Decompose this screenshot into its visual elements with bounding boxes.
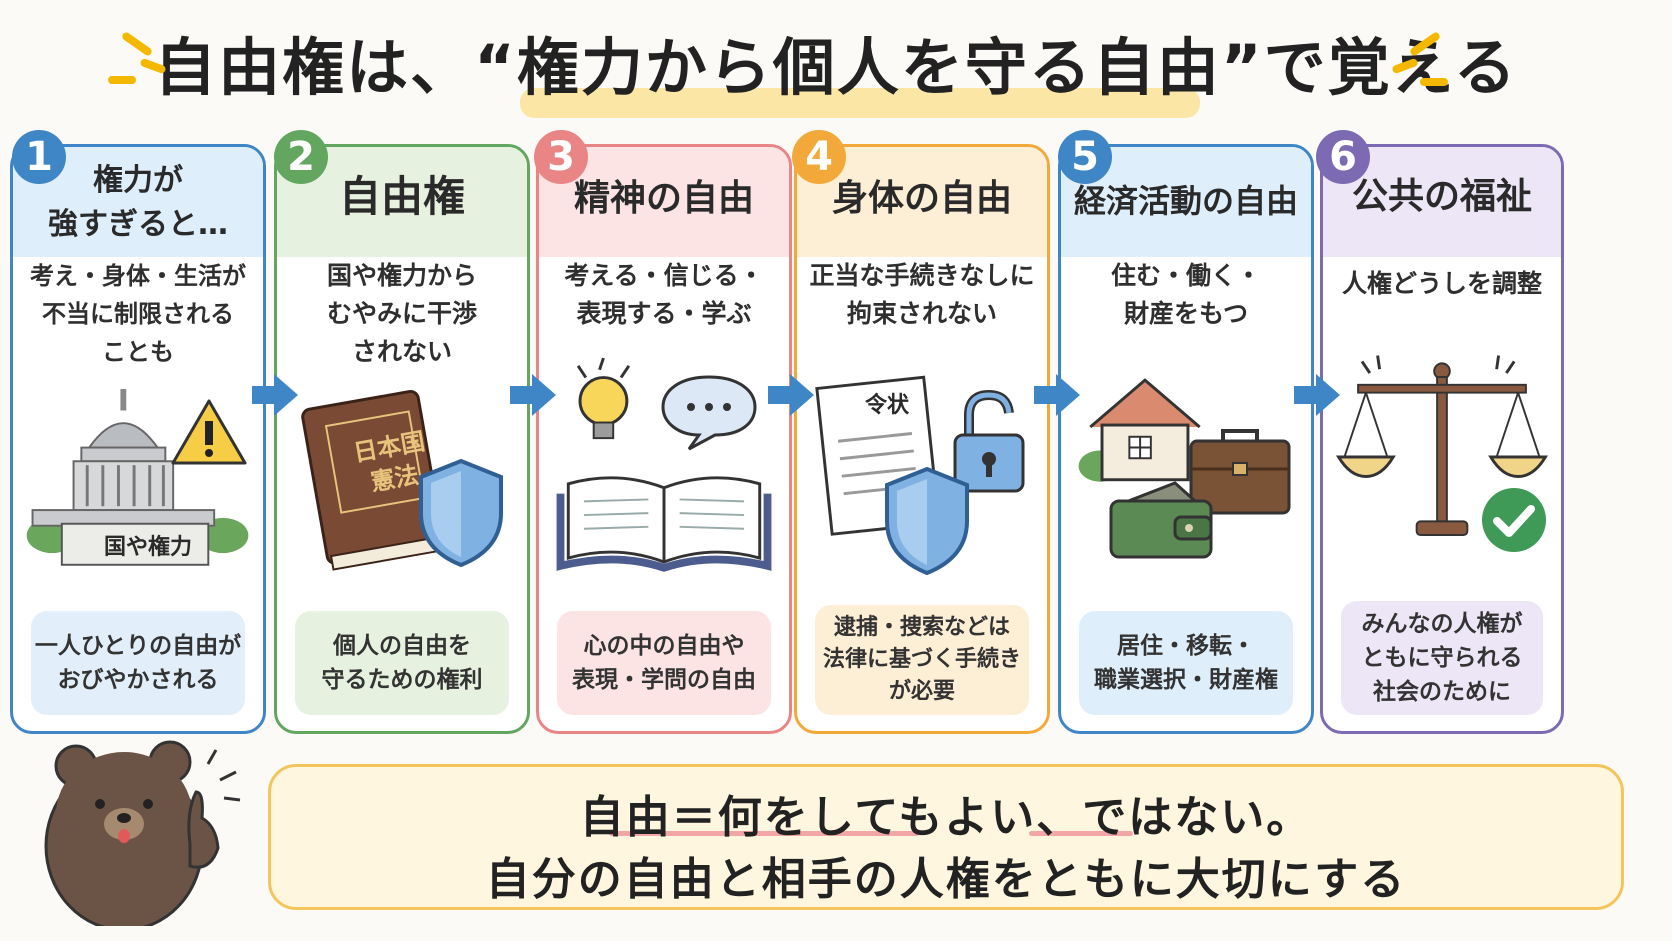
arrow-right-icon	[510, 374, 556, 416]
lightbulb-icon	[576, 357, 631, 440]
title-area: 自由権は、“権力から個人を守る自由”で覚える	[0, 18, 1672, 118]
badge-5: 5	[1058, 130, 1112, 184]
bear-mascot-icon	[44, 740, 241, 926]
checkmark-icon	[1482, 488, 1546, 552]
card-4: 身体の自由 正当な手続きなしに 拘束されない 令状 逮捕・捜索などは 法律に基づ…	[794, 144, 1050, 734]
card-5: 経済活動の自由 住む・働く・ 財産をもつ 居住・移転・ 職業選択・財産権	[1058, 144, 1314, 734]
card-foot: 居住・移転・ 職業選択・財産権	[1079, 611, 1293, 715]
card-6: 公共の福祉 人権どうしを調整 みんなの人権が ともに守られる 社会のために	[1320, 144, 1564, 734]
open-book-icon	[556, 476, 772, 572]
arrow-right-icon	[1034, 374, 1080, 416]
balance-scale-icon	[1336, 355, 1548, 537]
message-line-1: 自由＝何をしてもよい、ではない。	[579, 792, 1313, 843]
card-foot: 心の中の自由や 表現・学問の自由	[557, 611, 771, 715]
capitol-building-icon	[26, 388, 249, 566]
speech-bubble-icon	[661, 375, 757, 451]
card-desc: 国や権力から むやみに干渉 されない	[326, 261, 477, 366]
badge-3: 3	[534, 130, 588, 184]
card-desc: 住む・働く・ 財産をもつ	[1110, 261, 1261, 328]
card-title: 公共の福祉	[1351, 176, 1532, 217]
card-title: 精神の自由	[573, 178, 754, 219]
page-title: 自由権は、“権力から個人を守る自由”で覚える	[154, 31, 1518, 104]
warning-icon	[171, 399, 247, 465]
card-3: 精神の自由 考える・信じる・ 表現する・学ぶ 心の中の自由や 表現・学問の自由	[536, 144, 792, 734]
card-title: 身体の自由	[831, 178, 1012, 219]
arrow-right-icon	[1294, 374, 1340, 416]
constitution-book-icon	[301, 389, 447, 571]
key-message: 自由＝何をしてもよい、ではない。 自分の自由と相手の人権をともに大切にする	[268, 764, 1624, 910]
house-icon	[1078, 378, 1201, 482]
badge-4: 4	[792, 130, 846, 184]
card-2: 自由権 国や権力から むやみに干渉 されない 日本国 憲法 個人の自由を 守るた…	[274, 144, 530, 734]
card-title: 自由権	[338, 172, 465, 221]
wallet-icon	[1109, 481, 1213, 559]
card-desc: 考える・信じる・ 表現する・学ぶ	[564, 261, 764, 328]
card-title: 経済活動の自由	[1073, 182, 1298, 220]
briefcase-icon	[1189, 429, 1291, 515]
card-desc: 正当な手続きなしに 拘束されない	[809, 261, 1035, 328]
card-foot: 個人の自由を 守るための権利	[295, 611, 509, 715]
illus-label: 令状	[864, 393, 909, 418]
card-foot: 逮捕・捜索などは 法律に基づく手続き が必要	[815, 605, 1029, 715]
card-foot: 一人ひとりの自由が おびやかされる	[31, 611, 245, 715]
sparkle-icon	[1420, 78, 1448, 86]
sparkle-icon	[108, 76, 136, 84]
shield-icon	[885, 466, 969, 576]
card-foot: みんなの人権が ともに守られる 社会のために	[1341, 601, 1543, 715]
card-title: 権力が 強すぎると…	[48, 163, 228, 242]
title-highlight	[520, 88, 1200, 118]
badge-1: 1	[12, 130, 66, 184]
underline	[1029, 831, 1133, 836]
card-desc: 人権どうしを調整	[1341, 269, 1542, 298]
arrow-right-icon	[768, 374, 814, 416]
illus-label: 国や権力	[103, 535, 192, 560]
badge-2: 2	[274, 130, 328, 184]
card-1: 権力が 強すぎると… 考え・身体・生活が 不当に制限される ことも 国や権力 一…	[10, 144, 266, 734]
unlocked-padlock-icon	[953, 389, 1025, 493]
card-desc: 考え・身体・生活が 不当に制限される ことも	[30, 262, 246, 366]
shield-icon	[419, 458, 503, 568]
message-line-2: 自分の自由と相手の人権をともに大切にする	[485, 854, 1407, 905]
badge-6: 6	[1316, 130, 1370, 184]
underline	[609, 831, 919, 836]
arrow-right-icon	[252, 374, 298, 416]
